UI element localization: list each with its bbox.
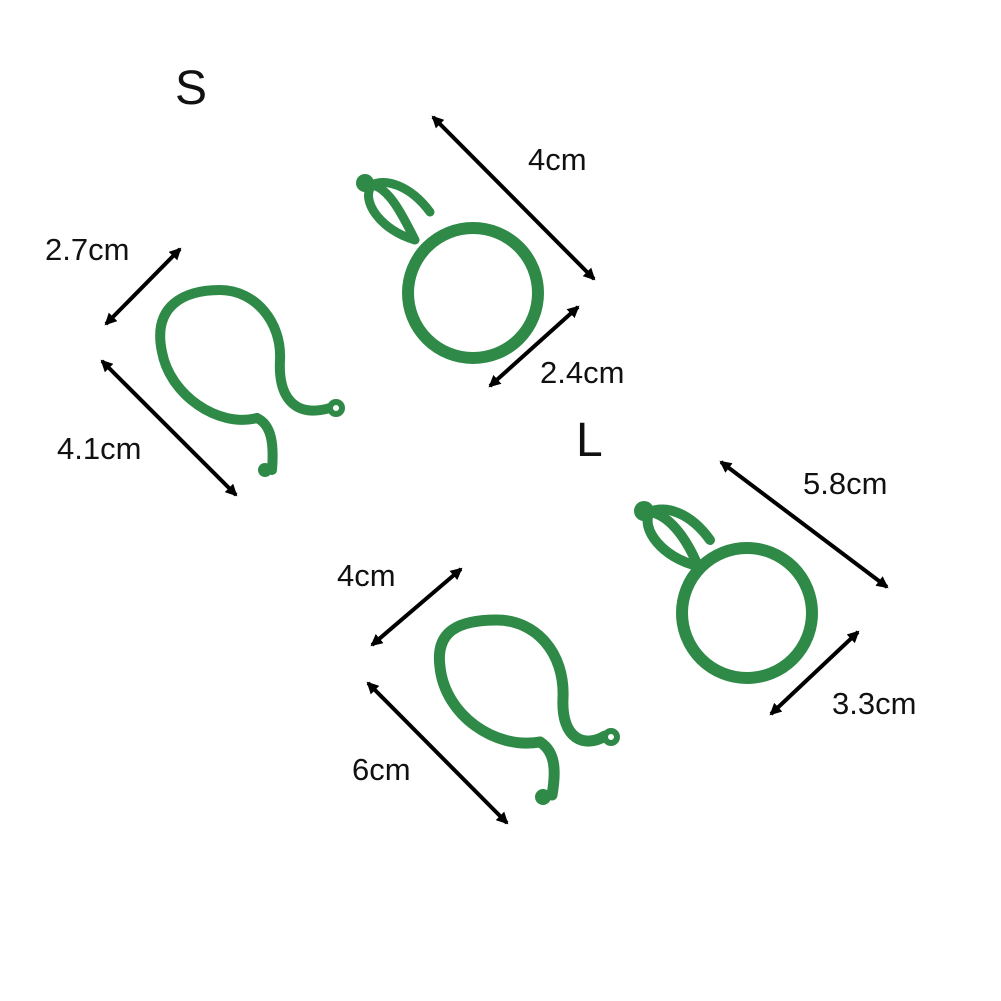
large-dimension-arrows [366, 460, 889, 825]
arrow-small-open-top-width [104, 247, 182, 326]
dim-label-small-closed-length: 4cm [528, 142, 587, 177]
dim-label-large-open-top-width: 4cm [337, 558, 396, 593]
dim-label-large-open-length: 6cm [352, 752, 411, 787]
dim-label-small-closed-ring: 2.4cm [540, 355, 624, 390]
dim-label-large-closed-ring: 3.3cm [832, 686, 916, 721]
small-closed-clip [356, 174, 544, 364]
arrow-large-open-length [366, 681, 509, 825]
size-label-small: S [175, 62, 207, 115]
arrow-small-closed-ring [488, 305, 580, 388]
dim-label-small-open-length: 4.1cm [57, 431, 141, 466]
arrow-large-open-top-width [370, 567, 463, 647]
arrow-small-closed-length [431, 115, 596, 281]
arrow-large-closed-ring [769, 630, 860, 716]
dim-label-large-closed-length: 5.8cm [803, 466, 887, 501]
arrow-small-open-length [100, 359, 238, 497]
small-dimension-arrows [100, 115, 596, 497]
large-open-clip [433, 614, 620, 805]
dim-label-small-open-top-width: 2.7cm [45, 232, 129, 267]
large-closed-clip [634, 501, 818, 684]
arrow-large-closed-length [719, 460, 889, 589]
size-label-large: L [576, 414, 603, 467]
